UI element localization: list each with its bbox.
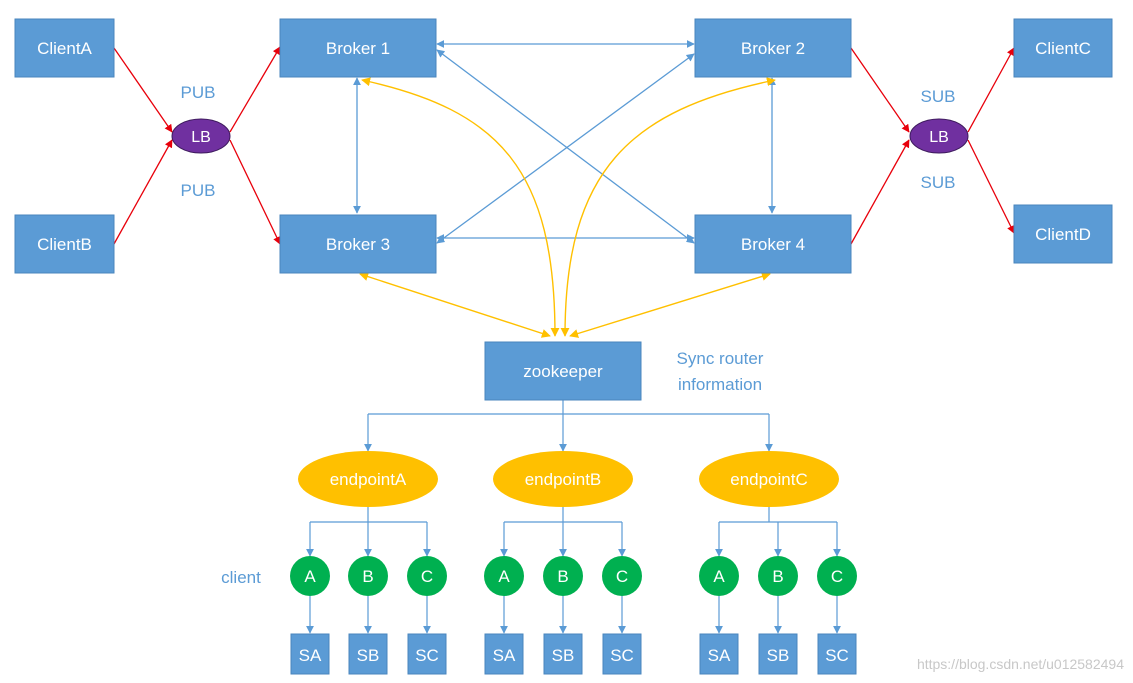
- zookeeper-tree: [364, 400, 773, 452]
- sync-links: [359, 77, 776, 338]
- client-a-node: ClientA: [14, 18, 115, 78]
- pub-top-label: PUB: [181, 83, 216, 102]
- edge-broker4-lb: [850, 139, 910, 245]
- client-a-label: ClientA: [37, 39, 92, 58]
- service-box: SA: [484, 633, 524, 675]
- service-label: SB: [767, 646, 790, 665]
- client-d-node: ClientD: [1013, 204, 1113, 264]
- broker-3-label: Broker 3: [326, 235, 390, 254]
- broker-2-node: Broker 2: [694, 18, 852, 78]
- broker-1-label: Broker 1: [326, 39, 390, 58]
- zookeeper-label: zookeeper: [523, 362, 603, 381]
- client-circle: B: [348, 556, 388, 596]
- client-service-links: [306, 596, 841, 634]
- client-circle-label: A: [498, 567, 510, 586]
- edge-lb-clientd: [967, 139, 1015, 234]
- endpoint-trees: [306, 507, 841, 557]
- client-circle-label: A: [713, 567, 725, 586]
- client-circle-label: A: [304, 567, 316, 586]
- endpoint-a-node: endpointA: [298, 451, 438, 507]
- service-box: SC: [407, 633, 447, 675]
- edge-broker3-zookeeper: [359, 272, 551, 338]
- client-circle: C: [817, 556, 857, 596]
- client-c-label: ClientC: [1035, 39, 1091, 58]
- edge-lb-clientc: [967, 47, 1015, 133]
- sub-top-label: SUB: [921, 87, 956, 106]
- endpoint-c-label: endpointC: [730, 470, 808, 489]
- edge-broker4-zookeeper: [569, 272, 771, 338]
- edge-clienta-lb: [113, 47, 173, 133]
- edge-broker2-lb: [850, 47, 910, 133]
- lb-pub-node: LB: [171, 118, 231, 154]
- client-circle-label: C: [421, 567, 433, 586]
- client-b-label: ClientB: [37, 235, 92, 254]
- lb-pub-label: LB: [191, 129, 211, 146]
- client-label: client: [221, 568, 261, 587]
- client-circle: A: [484, 556, 524, 596]
- client-circle-label: B: [362, 567, 373, 586]
- service-label: SB: [357, 646, 380, 665]
- endpoint-b-label: endpointB: [525, 470, 602, 489]
- service-label: SA: [299, 646, 322, 665]
- edge-lb-broker3: [229, 139, 281, 245]
- broker-2-label: Broker 2: [741, 39, 805, 58]
- client-circle-label: B: [772, 567, 783, 586]
- client-circle: A: [699, 556, 739, 596]
- broker-3-node: Broker 3: [279, 214, 437, 274]
- service-box: SA: [290, 633, 330, 675]
- service-label: SC: [415, 646, 439, 665]
- sub-bottom-label: SUB: [921, 173, 956, 192]
- broker-4-node: Broker 4: [694, 214, 852, 274]
- service-box: SB: [543, 633, 583, 675]
- pub-bottom-label: PUB: [181, 181, 216, 200]
- client-b-node: ClientB: [14, 214, 115, 274]
- service-box: SC: [602, 633, 642, 675]
- client-d-label: ClientD: [1035, 225, 1091, 244]
- client-circle: A: [290, 556, 330, 596]
- broker-4-label: Broker 4: [741, 235, 805, 254]
- client-circle: B: [758, 556, 798, 596]
- edge-clientb-lb: [113, 139, 173, 245]
- edge-broker1-zookeeper: [361, 77, 560, 337]
- client-circle-label: B: [557, 567, 568, 586]
- broker-1-node: Broker 1: [279, 18, 437, 78]
- endpoint-c-node: endpointC: [699, 451, 839, 507]
- lb-sub-node: LB: [909, 118, 969, 154]
- endpoint-b-node: endpointB: [493, 451, 633, 507]
- client-circle: B: [543, 556, 583, 596]
- service-box: SC: [817, 633, 857, 675]
- service-label: SB: [552, 646, 575, 665]
- client-circle-label: C: [616, 567, 628, 586]
- watermark-text: https://blog.csdn.net/u012582494: [917, 656, 1124, 672]
- client-circle-label: C: [831, 567, 843, 586]
- lb-sub-label: LB: [929, 129, 949, 146]
- client-circle: C: [407, 556, 447, 596]
- service-label: SA: [493, 646, 516, 665]
- service-box: SA: [699, 633, 739, 675]
- client-c-node: ClientC: [1013, 18, 1113, 78]
- service-box: SB: [348, 633, 388, 675]
- endpoint-a-label: endpointA: [330, 470, 407, 489]
- sync-router-label-line2: information: [678, 375, 762, 394]
- service-box: SB: [758, 633, 798, 675]
- client-circle: C: [602, 556, 642, 596]
- edge-broker2-zookeeper: [560, 77, 776, 337]
- sub-connectors: [850, 47, 1015, 245]
- service-label: SA: [708, 646, 731, 665]
- zookeeper-node: zookeeper: [484, 341, 642, 401]
- edge-lb-broker1: [229, 46, 281, 133]
- sync-router-label-line1: Sync router: [677, 349, 764, 368]
- service-label: SC: [610, 646, 634, 665]
- service-label: SC: [825, 646, 849, 665]
- pub-connectors: [113, 46, 281, 245]
